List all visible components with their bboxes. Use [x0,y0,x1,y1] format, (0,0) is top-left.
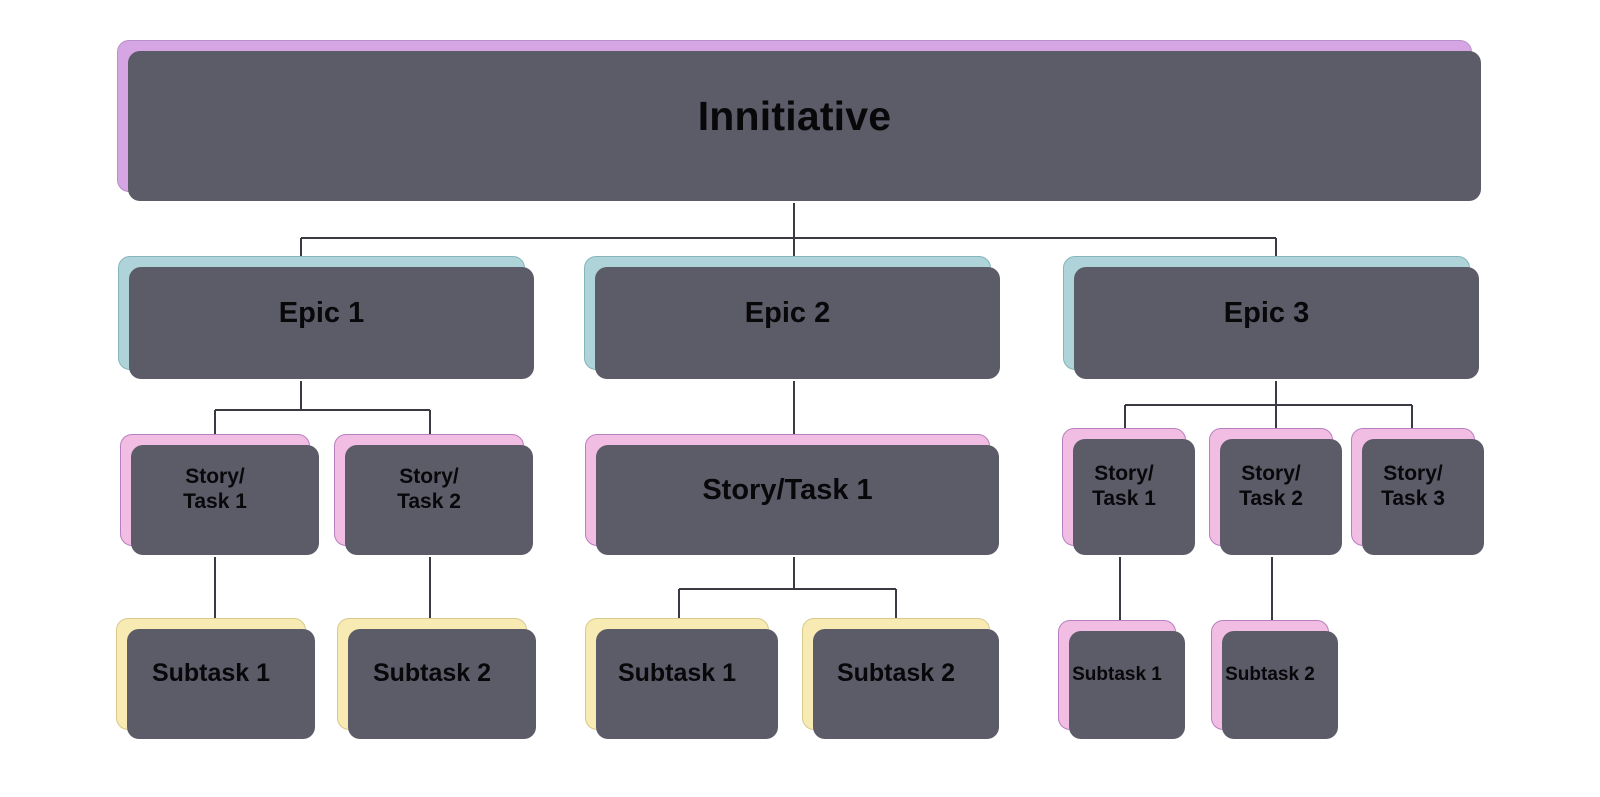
node-epic-2-label: Epic 2 [744,296,831,329]
node-subtask-epic2-1[interactable]: Subtask 1 [585,618,778,739]
node-subtask-epic1-1[interactable]: Subtask 1 [116,618,315,739]
node-shadow [813,629,999,739]
node-subtask-epic1-1-label: Subtask 1 [151,659,271,688]
node-shadow [1074,267,1479,379]
node-subtask-epic2-2-label: Subtask 2 [836,659,956,688]
node-story-epic2-1[interactable]: Story/Task 1 [585,434,999,555]
node-story-epic3-2-label: Story/ Task 2 [1239,462,1303,510]
node-shadow [1362,439,1484,555]
node-shadow [128,51,1481,201]
node-subtask-epic1-2-label: Subtask 2 [372,659,492,688]
node-epic-1[interactable]: Epic 1 [118,256,534,379]
node-subtask-epic3-2[interactable]: Subtask 2 [1211,620,1338,739]
node-story-epic3-3-label: Story/ Task 3 [1381,462,1445,510]
node-epic-2[interactable]: Epic 2 [584,256,1000,379]
node-shadow [596,445,999,555]
node-story-epic1-2[interactable]: Story/ Task 2 [334,434,533,555]
node-initiative[interactable]: Innitiative [117,40,1481,201]
node-story-epic1-1[interactable]: Story/ Task 1 [120,434,319,555]
node-shadow [348,629,536,739]
node-subtask-epic2-2[interactable]: Subtask 2 [802,618,999,739]
node-shadow [1222,631,1338,739]
node-story-epic3-3[interactable]: Story/ Task 3 [1351,428,1484,555]
node-shadow [1069,631,1185,739]
node-epic-1-label: Epic 1 [278,296,365,329]
node-epic-3[interactable]: Epic 3 [1063,256,1479,379]
node-shadow [127,629,315,739]
node-epic-3-label: Epic 3 [1223,296,1310,329]
node-subtask-epic1-2[interactable]: Subtask 2 [337,618,536,739]
node-story-epic3-2[interactable]: Story/ Task 2 [1209,428,1342,555]
node-story-epic2-1-label: Story/Task 1 [702,473,873,506]
node-story-epic3-1-label: Story/ Task 1 [1092,462,1156,510]
node-shadow [345,445,533,555]
node-shadow [129,267,534,379]
node-subtask-epic2-1-label: Subtask 1 [617,659,737,688]
node-initiative-label: Innitiative [697,92,892,139]
node-story-epic1-1-label: Story/ Task 1 [183,465,247,513]
node-story-epic1-2-label: Story/ Task 2 [397,465,461,513]
node-shadow [1073,439,1195,555]
node-shadow [1220,439,1342,555]
node-story-epic3-1[interactable]: Story/ Task 1 [1062,428,1195,555]
node-shadow [596,629,778,739]
node-shadow [595,267,1000,379]
node-subtask-epic3-2-label: Subtask 2 [1225,663,1315,685]
node-shadow [131,445,319,555]
node-subtask-epic3-1[interactable]: Subtask 1 [1058,620,1185,739]
node-subtask-epic3-1-label: Subtask 1 [1072,663,1162,685]
